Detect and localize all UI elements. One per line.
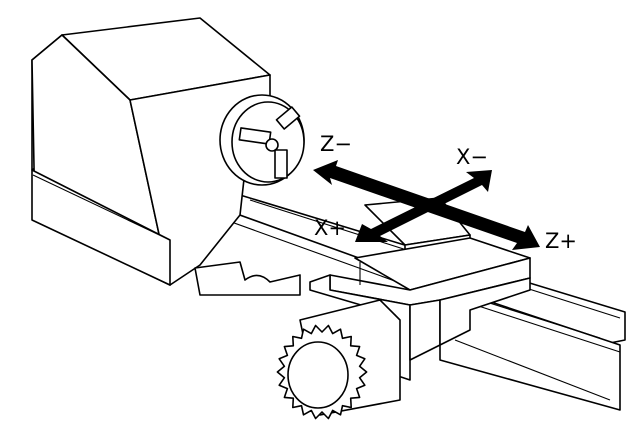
chuck bbox=[219, 94, 305, 186]
x-axis-arrow bbox=[355, 170, 492, 242]
handwheel-gear bbox=[276, 299, 401, 420]
headstock bbox=[31, 17, 301, 296]
x-minus-label: X− bbox=[456, 145, 488, 169]
z-plus-label: Z+ bbox=[545, 229, 577, 253]
axis-arrows bbox=[313, 160, 540, 250]
carriage bbox=[309, 197, 531, 381]
x-plus-label: X+ bbox=[314, 216, 346, 240]
z-minus-label: Z− bbox=[320, 132, 352, 156]
